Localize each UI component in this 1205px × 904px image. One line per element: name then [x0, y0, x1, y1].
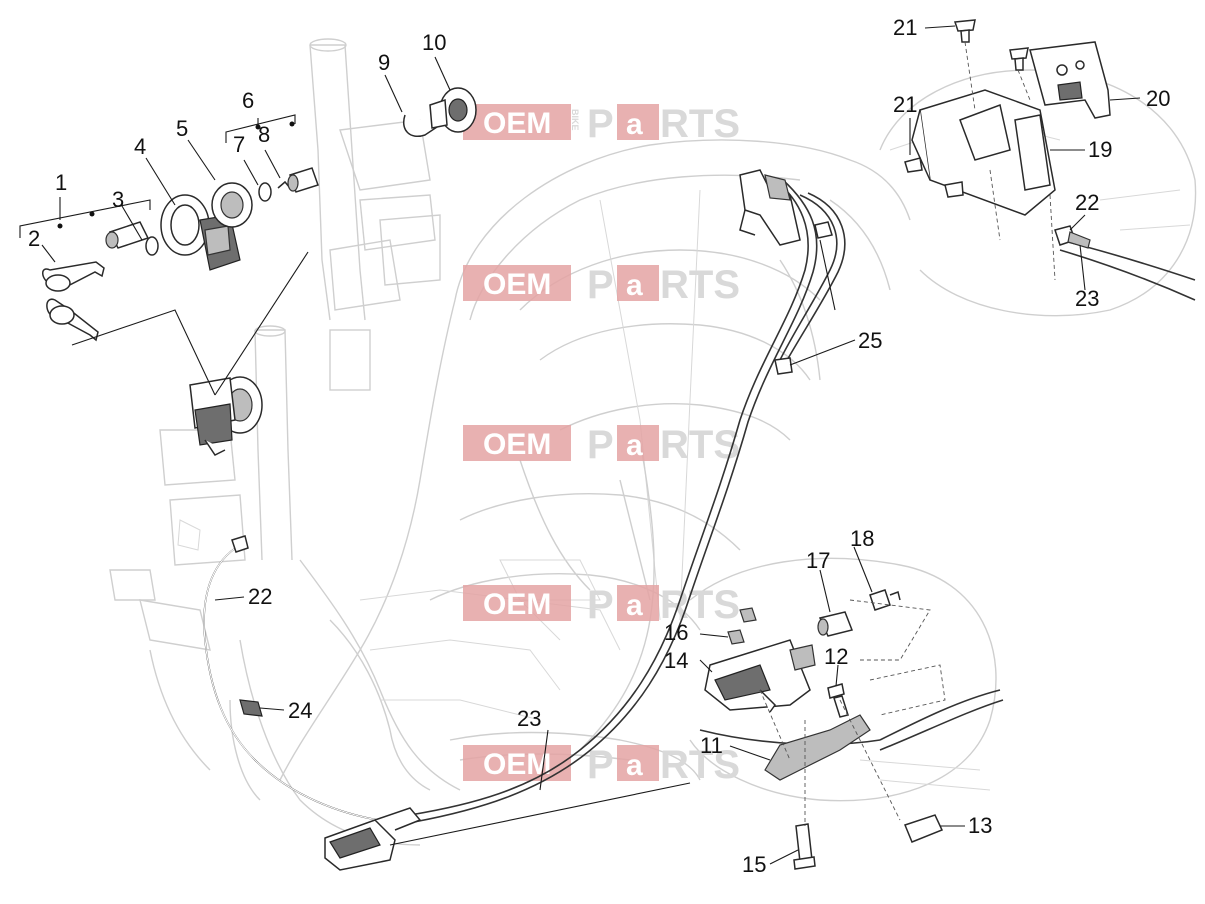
- svg-text:RTS: RTS: [660, 102, 740, 146]
- part-seat-latch-lower: [324, 807, 422, 871]
- svg-text:OEM: OEM: [483, 268, 551, 301]
- part-9-wire: [403, 114, 441, 137]
- watermark-2: OEM P a RTS: [463, 263, 740, 307]
- part-10-cap: [429, 87, 477, 133]
- callout-9: 9: [378, 50, 390, 75]
- svg-text:a: a: [626, 108, 643, 141]
- svg-text:RTS: RTS: [660, 263, 740, 307]
- part-7-washer: [258, 182, 272, 202]
- part-12-bolt: [827, 683, 849, 718]
- callout-5: 5: [176, 116, 188, 141]
- watermark-5: OEM P a RTS: [463, 743, 740, 787]
- callout-24: 24: [288, 698, 312, 723]
- part-cable-clip-upper: [814, 221, 833, 239]
- svg-text:P: P: [587, 423, 614, 467]
- leader-lines: [19, 25, 1141, 865]
- svg-text:a: a: [626, 429, 643, 462]
- part-20-latch-plate: [1029, 41, 1111, 119]
- part-ignition-assembled: [189, 376, 263, 456]
- part-16-nut-lower: [727, 629, 745, 645]
- svg-text:P: P: [587, 583, 614, 627]
- svg-text:BIKE: BIKE: [570, 109, 580, 131]
- callout-12: 12: [824, 644, 848, 669]
- svg-text:a: a: [626, 589, 643, 622]
- part-6-lock-barrel: [287, 167, 319, 193]
- part-22-cable-end-lower: [231, 535, 249, 553]
- callout-6: 6: [242, 88, 254, 113]
- part-17-cap: [817, 611, 854, 637]
- watermark-4: OEM P a RTS: [463, 583, 740, 627]
- svg-text:OEM: OEM: [483, 107, 551, 140]
- svg-text:RTS: RTS: [660, 743, 740, 787]
- part-13-clip: [904, 814, 944, 843]
- part-cable-clip-mid: [774, 357, 793, 375]
- svg-text:P: P: [587, 102, 614, 146]
- svg-text:a: a: [626, 269, 643, 302]
- cable-22-left: [203, 544, 391, 823]
- callout-22-right: 22: [1075, 190, 1099, 215]
- part-24-clip: [239, 699, 263, 717]
- part-16-nut-upper: [739, 607, 757, 623]
- part-21-screw-mid: [1009, 47, 1029, 71]
- callout-8: 8: [258, 122, 270, 147]
- svg-text:OEM: OEM: [483, 588, 551, 621]
- callout-2: 2: [28, 226, 40, 251]
- part-21-screw-left: [904, 157, 923, 173]
- callout-20: 20: [1146, 86, 1170, 111]
- part-2-keys: [42, 261, 105, 342]
- callout-11: 11: [700, 733, 723, 758]
- callout-23-bottom: 23: [517, 706, 541, 731]
- callout-4: 4: [134, 134, 146, 159]
- part-18-spring: [869, 589, 901, 611]
- svg-text:OEM: OEM: [483, 428, 551, 461]
- part-11-bracket: [764, 714, 871, 781]
- cable-23-long: [409, 179, 818, 823]
- part-3-oring: [145, 236, 159, 256]
- callout-18: 18: [850, 526, 874, 551]
- callout-14: 14: [664, 648, 688, 673]
- callout-16: 16: [664, 620, 688, 645]
- callout-10: 10: [422, 30, 446, 55]
- callout-23-right: 23: [1075, 286, 1099, 311]
- svg-text:P: P: [587, 743, 614, 787]
- callout-7: 7: [233, 132, 245, 157]
- callout-1: 1: [55, 170, 67, 195]
- part-seat-latch-upper: [739, 169, 801, 246]
- cable-25-upper: [779, 192, 846, 363]
- callout-21-top: 21: [893, 15, 917, 40]
- watermark-1: OEM BIKE P a RTS: [463, 102, 740, 146]
- part-5-switch: [211, 182, 253, 228]
- callout-19: 19: [1088, 137, 1112, 162]
- part-22-cable-end-upper: [1054, 225, 1091, 249]
- part-21-screw-low: [944, 181, 964, 198]
- part-15-bolt: [793, 823, 816, 870]
- svg-text:RTS: RTS: [660, 423, 740, 467]
- callout-15: 15: [742, 852, 766, 877]
- part-4-ignition-housing: [160, 194, 241, 271]
- assembly-lines: [759, 41, 1056, 826]
- part-14-lock-actuator: [704, 639, 816, 713]
- callout-25: 25: [858, 328, 882, 353]
- callout-3: 3: [112, 187, 124, 212]
- group-markers: [57, 121, 295, 229]
- part-21-screw-top: [953, 19, 976, 43]
- part-1-lock-cylinder: [105, 221, 150, 249]
- callout-21-left: 21: [893, 92, 917, 117]
- inset-latch-lower: [689, 557, 997, 802]
- watermark-3: OEM P a RTS: [463, 423, 740, 467]
- callout-labels: 1 2 3 4 5 6 7 8 9 10 11 12 13 14 15 16 1…: [28, 15, 1170, 877]
- svg-text:P: P: [587, 263, 614, 307]
- callout-22-left: 22: [248, 584, 272, 609]
- part-19-latch-bracket: [911, 89, 1056, 216]
- callout-17: 17: [806, 548, 830, 573]
- callout-13: 13: [968, 813, 992, 838]
- svg-text:a: a: [626, 749, 643, 782]
- scooter-frame-outline: [109, 38, 911, 846]
